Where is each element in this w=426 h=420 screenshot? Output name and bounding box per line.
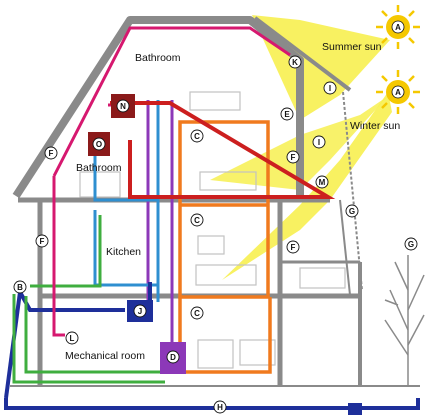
summer-sun-icon xyxy=(376,5,420,49)
marker-c-mid: C xyxy=(194,216,200,225)
marker-k: K xyxy=(292,58,298,67)
radiant-loops xyxy=(178,120,272,374)
marker-f-lower: F xyxy=(291,243,296,252)
marker-f-wall: F xyxy=(40,237,45,246)
kitchen-label: Kitchen xyxy=(106,246,141,258)
winter-sun-label: Winter sun xyxy=(350,120,400,132)
marker-n: N xyxy=(120,102,126,111)
marker-b: B xyxy=(17,283,23,292)
bathroom-top-label: Bathroom xyxy=(135,52,181,64)
marker-h: H xyxy=(217,403,223,412)
marker-l: L xyxy=(70,334,75,343)
furniture-outlines xyxy=(79,91,346,369)
marker-e: E xyxy=(284,110,290,119)
drain-lines xyxy=(146,100,174,348)
marker-n-bg xyxy=(116,99,130,113)
marker-i-top: I xyxy=(329,84,331,93)
marker-c-top: C xyxy=(194,132,200,141)
marker-c-bottom: C xyxy=(194,309,200,318)
bathroom-mid-label: Bathroom xyxy=(76,162,122,174)
marker-o: O xyxy=(96,140,102,149)
marker-i-bottom: I xyxy=(318,138,320,147)
marker-d-bg xyxy=(166,350,180,364)
equipment-h-box xyxy=(348,403,362,415)
marker-a-top: A xyxy=(395,23,401,32)
house-structure xyxy=(12,16,362,386)
marker-d: D xyxy=(170,353,176,362)
marker-f-roof: F xyxy=(49,149,54,158)
mechanical-room-label: Mechanical room xyxy=(65,350,145,362)
marker-g-trellis: G xyxy=(349,207,355,216)
marker-o-bg xyxy=(92,137,106,151)
winter-sunbeam xyxy=(222,92,392,280)
main-duct xyxy=(4,282,420,410)
winter-sun-icon xyxy=(376,70,420,114)
marker-f-upper: F xyxy=(291,153,296,162)
summer-sun-label: Summer sun xyxy=(322,41,382,53)
marker-j-bg xyxy=(133,304,147,318)
tree-icon xyxy=(384,255,425,385)
trellis-pole xyxy=(342,91,363,291)
marker-a-bottom: A xyxy=(395,88,401,97)
marker-j: J xyxy=(138,307,142,316)
circle-markers xyxy=(13,55,418,414)
marker-g-tree: G xyxy=(408,240,414,249)
marker-m: M xyxy=(319,178,326,187)
